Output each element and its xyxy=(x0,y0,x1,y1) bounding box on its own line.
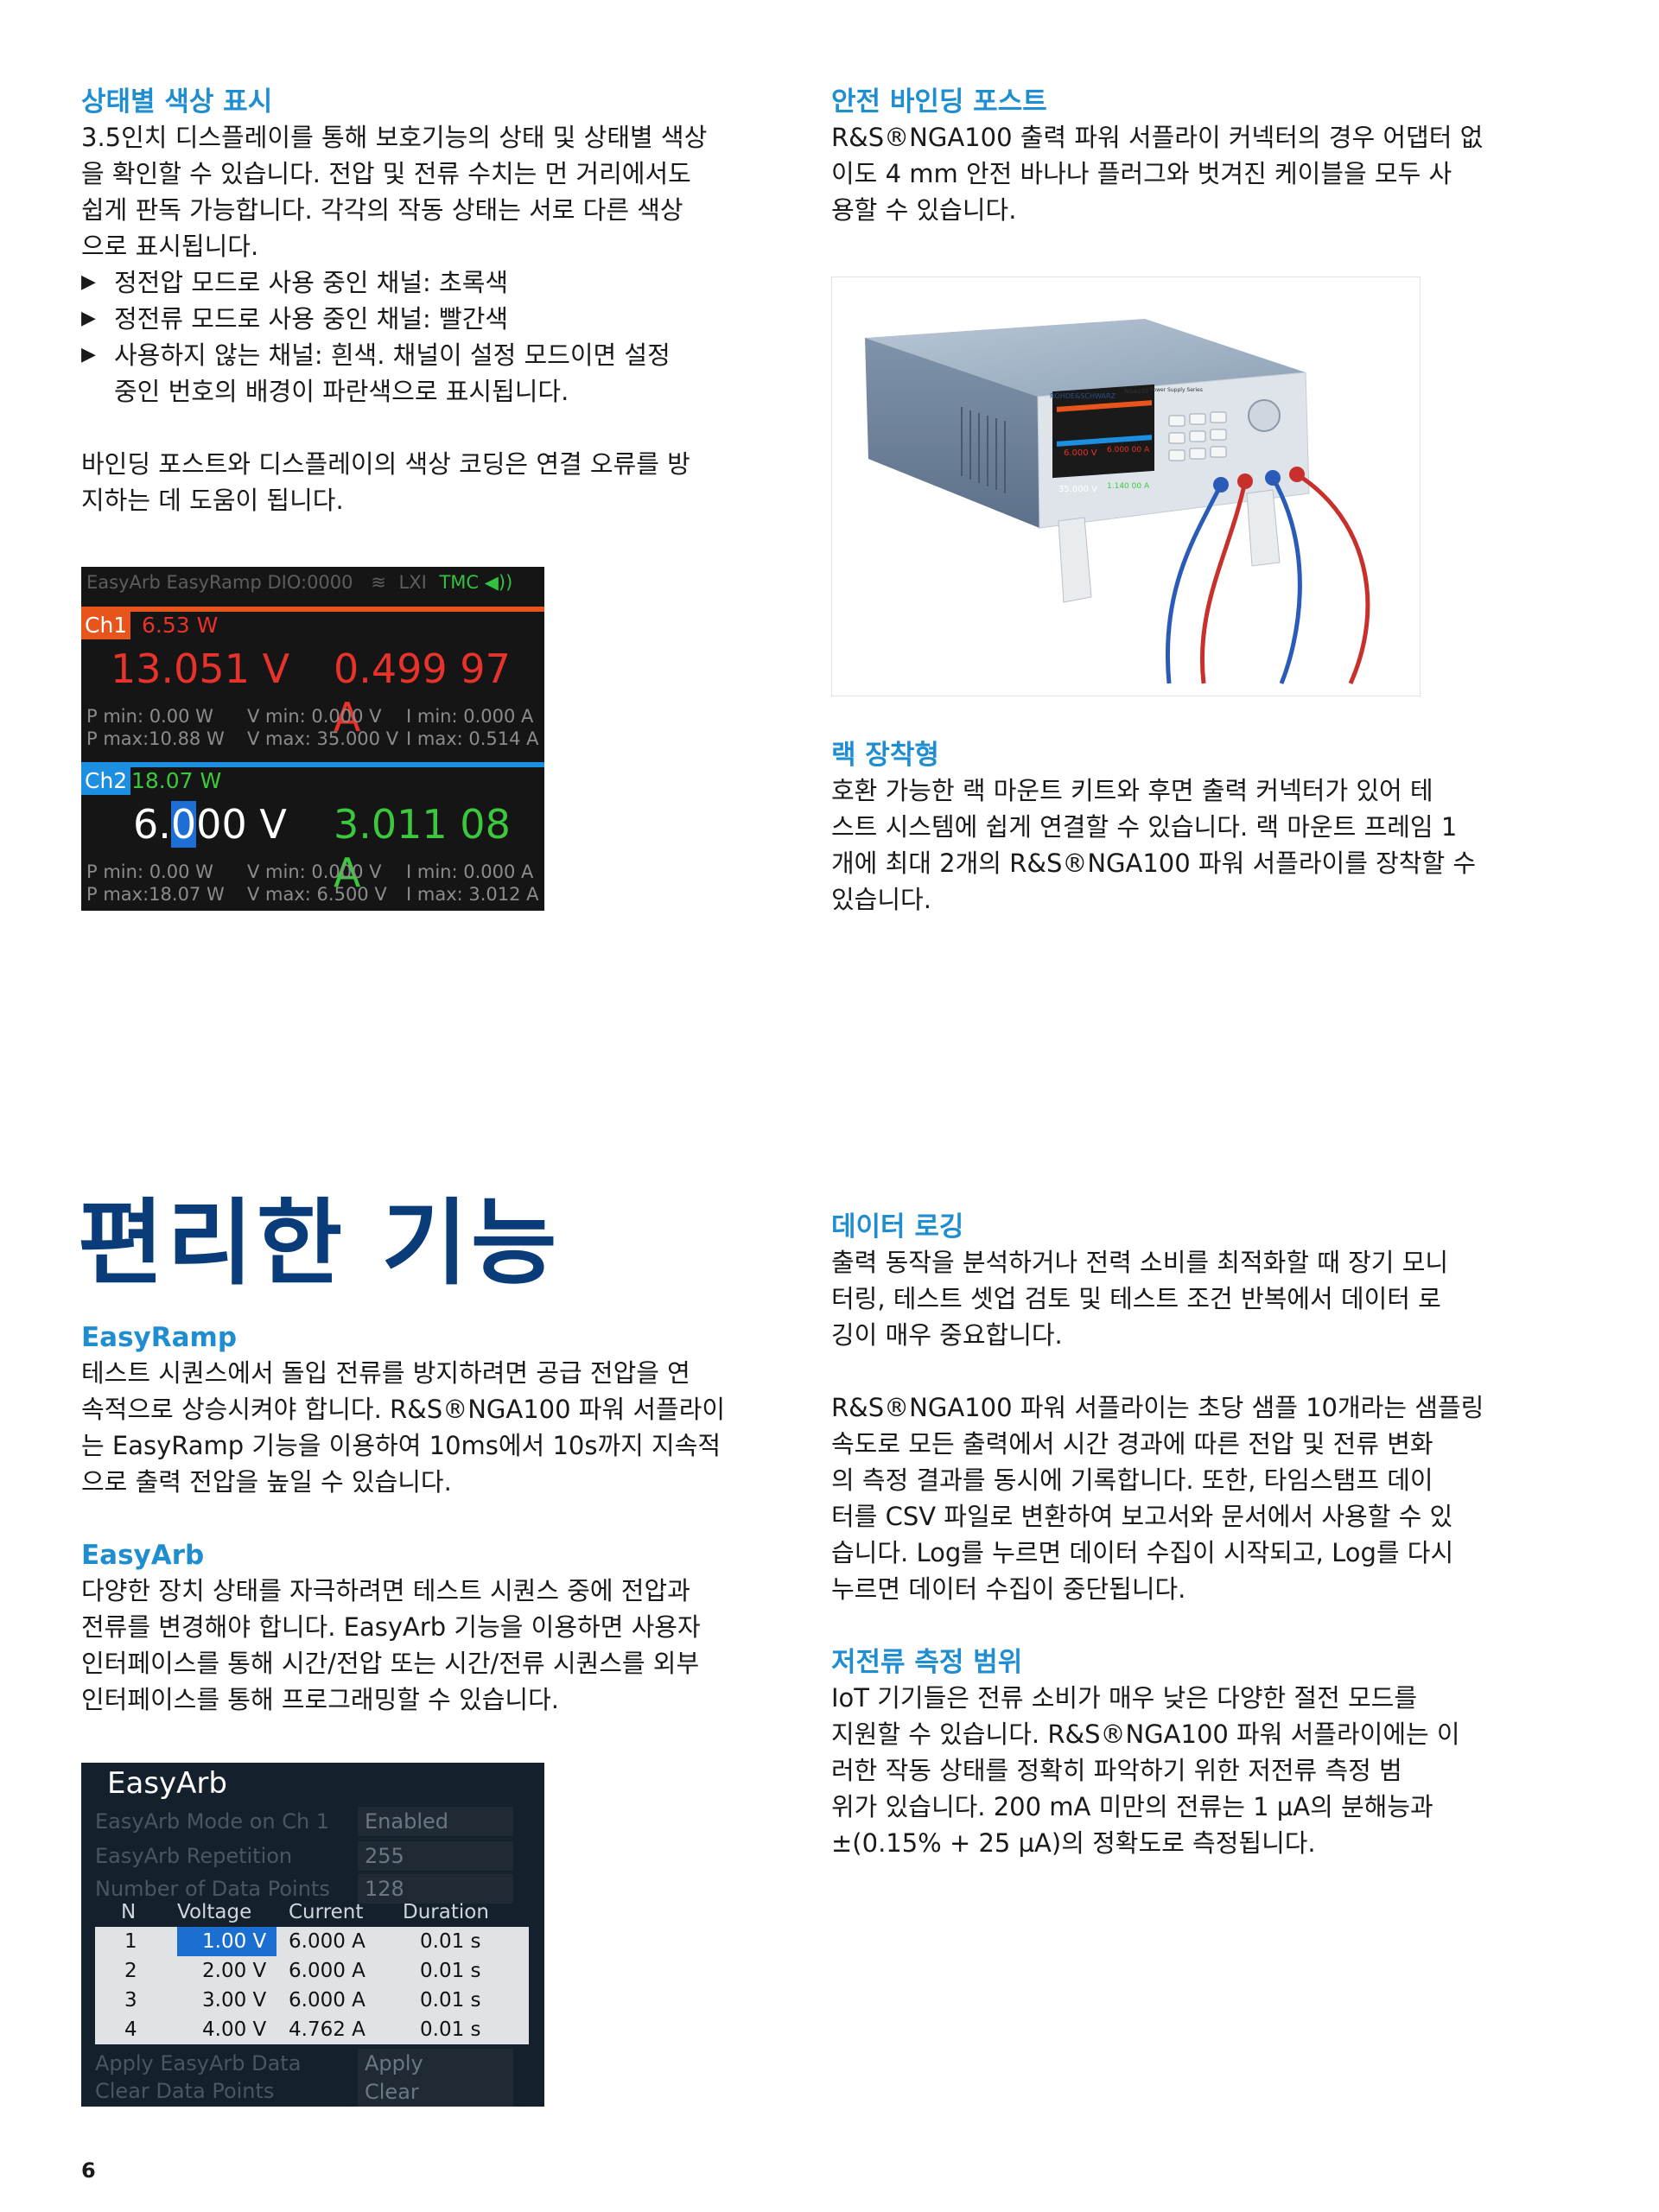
ch1-color-bar xyxy=(81,607,544,612)
ch1-vmax: V max: 35.000 V xyxy=(247,728,399,749)
datapoints-label: Number of Data Points xyxy=(95,1877,330,1901)
ch2-pmin: P min: 0.00 W xyxy=(86,861,213,882)
ch2-imin: I min: 0.000 A xyxy=(406,861,534,882)
photo-series: Power Supply Series xyxy=(1150,387,1203,393)
table-row: 1 1.00 V 6.000 A 0.01 s xyxy=(124,1930,481,1953)
section-title: 편리한 기능 xyxy=(78,1190,561,1298)
easyarb-table: 1 1.00 V 6.000 A 0.01 s 2 2.00 V 6.000 A… xyxy=(95,1927,529,2044)
triangle-bullet-icon: ▶ xyxy=(81,271,96,293)
photo-screen-v2: 35.000 V xyxy=(1058,485,1097,494)
ch2-color-bar xyxy=(81,762,544,767)
ch1-pmax: P max:10.88 W xyxy=(86,728,225,749)
ch1-current: 0.499 97 A xyxy=(334,645,511,741)
ch1-power: 6.53 W xyxy=(142,613,219,638)
ch2-current: 3.011 08 A xyxy=(334,801,511,896)
triangle-bullet-icon: ▶ xyxy=(81,344,96,365)
low-current-paragraph: IoT 기기들은 전류 소비가 매우 낮은 다양한 절전 모드를 지원할 수 있… xyxy=(831,1683,1460,1858)
ch1-imin: I min: 0.000 A xyxy=(406,706,534,727)
selected-cell xyxy=(177,1927,276,1956)
table-row: 3 3.00 V 6.000 A 0.01 s xyxy=(124,1989,481,2012)
ch2-voltage: 6.000 V xyxy=(133,801,287,848)
easyarb-title: EasyArb xyxy=(81,1540,205,1571)
rack-mount-section: 랙 장착형 호환 가능한 랙 마운트 키트와 후면 출력 커넥터가 있어 테 스… xyxy=(831,738,1574,918)
easyarb-display-screenshot: EasyArb EasyArb Mode on Ch 1 Enabled Eas… xyxy=(81,1763,544,2107)
data-logging-section: 데이터 로깅 출력 동작을 분석하거나 전력 소비를 최적화할 때 장기 모니 … xyxy=(831,1210,1574,1607)
triangle-bullet-icon: ▶ xyxy=(81,308,96,329)
easyramp-section: EasyRamp 테스트 시퀀스에서 돌입 전류를 방지하려면 공급 전압을 연… xyxy=(81,1320,807,1500)
easyramp-title: EasyRamp xyxy=(81,1322,238,1353)
table-row: 2 2.00 V 6.000 A 0.01 s xyxy=(124,1960,481,1982)
list-item: ▶정전류 모드로 사용 중인 채널: 빨간색 xyxy=(81,301,807,337)
ch2-power: 18.07 W xyxy=(131,768,222,793)
binding-post-paragraph: R&S®NGA100 출력 파워 서플라이 커넥터의 경우 어댑터 없 이도 4… xyxy=(831,123,1484,225)
color-coding-paragraph: 바인딩 포스트와 디스플레이의 색상 코딩은 연결 오류를 방 지하는 데 도움… xyxy=(81,449,690,515)
clear-label: Clear Data Points xyxy=(95,2079,275,2103)
binding-post-title: 안전 바인딩 포스트 xyxy=(831,86,1047,118)
easyarb-section: EasyArb 다양한 장치 상태를 자극하려면 테스트 시퀀스 중에 전압과 … xyxy=(81,1538,807,1718)
photo-brand: ROHDE&SCHWARZ xyxy=(1050,392,1116,400)
photo-screen-i1: 6.000 00 A xyxy=(1107,446,1150,454)
color-status-paragraph: 3.5인치 디스플레이를 통해 보호기능의 상태 및 상태별 색상 을 확인할 … xyxy=(81,123,708,261)
ch2-vmax: V max: 6.500 V xyxy=(247,884,387,905)
page-number: 6 xyxy=(81,2158,96,2183)
low-current-section: 저전류 측정 범위 IoT 기기들은 전류 소비가 매우 낮은 다양한 절전 모… xyxy=(831,1645,1574,1861)
binding-post-section: 안전 바인딩 포스트 R&S®NGA100 출력 파워 서플라이 커넥터의 경우… xyxy=(831,85,1574,228)
repetition-label: EasyArb Repetition xyxy=(95,1844,293,1868)
device-illustration: 6.000 V 6.000 00 A 35.000 V 1.140 00 A R… xyxy=(865,319,1370,685)
nga100-device-photo: 6.000 V 6.000 00 A 35.000 V 1.140 00 A R… xyxy=(831,276,1421,696)
ch1-imax: I max: 0.514 A xyxy=(406,728,539,749)
ch1-vmin: V min: 0.000 V xyxy=(247,706,382,727)
mode-value: Enabled xyxy=(358,1807,513,1836)
ch1-pmin: P min: 0.00 W xyxy=(86,706,213,727)
ch2-vmin: V min: 0.000 V xyxy=(247,861,382,882)
apply-label: Apply EasyArb Data xyxy=(95,2051,302,2075)
list-item: ▶정전압 모드로 사용 중인 채널: 초록색 xyxy=(81,264,807,301)
mode-label: EasyArb Mode on Ch 1 xyxy=(95,1809,330,1834)
speaker-icon: ◀)) xyxy=(484,572,513,593)
easyarb-table-header: N Voltage Current Duration xyxy=(121,1901,489,1923)
ch2-tag: Ch2 xyxy=(81,767,131,795)
repetition-value: 255 xyxy=(358,1841,513,1871)
data-logging-paragraph-2: R&S®NGA100 파워 서플라이는 초당 샘플 10개라는 샘플링 속도로 … xyxy=(831,1393,1484,1604)
ch2-imax: I max: 3.012 A xyxy=(406,884,539,905)
color-status-section: 상태별 색상 표시 3.5인치 디스플레이를 통해 보호기능의 상태 및 상태별… xyxy=(81,85,807,518)
wifi-icon: ≋ xyxy=(371,572,386,593)
rack-mount-title: 랙 장착형 xyxy=(831,740,939,771)
easyarb-screen-title: EasyArb xyxy=(107,1766,227,1801)
display-status-bar: EasyArb EasyRamp DIO:0000 ≋ LXI TMC ◀)) xyxy=(86,572,513,593)
channel-display-screenshot: EasyArb EasyRamp DIO:0000 ≋ LXI TMC ◀)) … xyxy=(81,567,544,911)
easyramp-paragraph: 테스트 시퀀스에서 돌입 전류를 방지하려면 공급 전압을 연 속적으로 상승시… xyxy=(81,1358,726,1497)
data-logging-paragraph-1: 출력 동작을 분석하거나 전력 소비를 최적화할 때 장기 모니 터링, 테스트… xyxy=(831,1248,1449,1350)
datapoints-value: 128 xyxy=(358,1874,513,1904)
table-row: 4 4.00 V 4.762 A 0.01 s xyxy=(124,2018,481,2041)
apply-button: Apply xyxy=(358,2049,513,2078)
status-color-list: ▶정전압 모드로 사용 중인 채널: 초록색 ▶정전류 모드로 사용 중인 채널… xyxy=(81,264,807,410)
rack-mount-paragraph: 호환 가능한 랙 마운트 키트와 후면 출력 커넥터가 있어 테 스트 시스템에… xyxy=(831,776,1477,914)
color-status-title: 상태별 색상 표시 xyxy=(81,86,273,118)
ch1-tag: Ch1 xyxy=(81,612,131,639)
clear-button: Clear xyxy=(358,2077,513,2107)
photo-screen-v1: 6.000 V xyxy=(1064,448,1097,458)
edit-cursor: 0 xyxy=(170,801,197,848)
data-logging-title: 데이터 로깅 xyxy=(831,1211,964,1243)
ch1-voltage: 13.051 V xyxy=(111,645,290,692)
photo-model: NGA100 xyxy=(1124,388,1149,395)
ch2-pmax: P max:18.07 W xyxy=(86,884,225,905)
easyarb-paragraph: 다양한 장치 상태를 자극하려면 테스트 시퀀스 중에 전압과 전류를 변경해야… xyxy=(81,1576,701,1714)
photo-screen-i2: 1.140 00 A xyxy=(1107,482,1150,491)
low-current-title: 저전류 측정 범위 xyxy=(831,1647,1023,1678)
